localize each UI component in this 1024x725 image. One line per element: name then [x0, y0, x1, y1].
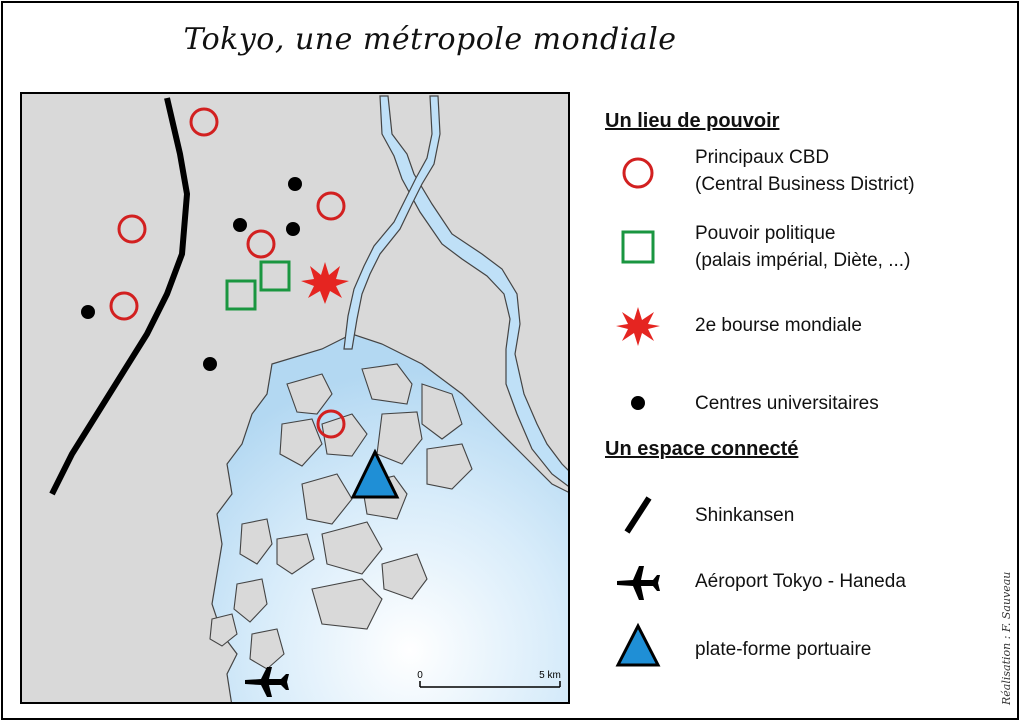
university-dot-icon — [81, 305, 95, 319]
cbd-circle-icon — [117, 214, 147, 244]
legend-stock-label: 2e bourse mondiale — [695, 315, 862, 336]
university-markers — [81, 177, 302, 371]
legend-university-label: Centres universitaires — [695, 393, 879, 414]
legend-airport-label: Aéroport Tokyo - Haneda — [695, 571, 906, 592]
scale-bar: 0 5 km — [417, 670, 561, 688]
cbd-circle-icon — [622, 157, 654, 189]
map-panel: 0 5 km — [20, 92, 570, 704]
university-dot-icon — [233, 218, 247, 232]
scale-end: 5 km — [539, 670, 561, 681]
stock-exchange-star-icon — [616, 307, 660, 346]
cbd-circle-icon — [316, 409, 346, 439]
airplane-icon — [617, 566, 660, 600]
university-dot-icon — [631, 396, 645, 410]
university-dot-icon — [286, 222, 300, 236]
port-triangle-icon — [350, 448, 400, 499]
map-canvas: 0 5 km — [22, 94, 568, 702]
river-central — [343, 95, 441, 350]
river-east — [379, 95, 568, 487]
cbd-circle-icon — [316, 191, 346, 221]
legend-port-label: plate-forme portuaire — [695, 639, 872, 660]
scale-start: 0 — [417, 670, 423, 681]
stock-exchange-star-icon — [301, 262, 349, 304]
political-markers — [225, 260, 291, 311]
cbd-circle-icon — [246, 229, 276, 259]
legend-political-label: Pouvoir politique (palais impérial, Dièt… — [695, 223, 911, 271]
legend-heading-connected: Un espace connecté — [605, 438, 799, 460]
reclaimed-islands — [209, 363, 473, 670]
legend-shinkansen-label: Shinkansen — [695, 505, 795, 526]
shinkansen-line — [49, 97, 191, 496]
political-square-icon — [621, 230, 655, 264]
legend: Un lieu de pouvoir Principaux CBD (Centr… — [595, 100, 1005, 700]
cbd-markers — [109, 107, 346, 439]
author-credit: Réalisation : F. Sauveau — [1000, 571, 1013, 705]
legend-heading-power: Un lieu de pouvoir — [605, 110, 780, 132]
cbd-circle-icon — [109, 291, 139, 321]
map-title: Tokyo, une métropole mondiale — [183, 22, 677, 57]
political-square-icon — [259, 260, 291, 292]
university-dot-icon — [288, 177, 302, 191]
shinkansen-line-icon — [624, 496, 652, 534]
political-square-icon — [225, 279, 257, 311]
university-dot-icon — [203, 357, 217, 371]
port-triangle-icon — [615, 622, 661, 667]
airplane-icon — [245, 667, 289, 697]
legend-cbd-label: Principaux CBD (Central Business Distric… — [695, 147, 915, 195]
cbd-circle-icon — [189, 107, 219, 137]
